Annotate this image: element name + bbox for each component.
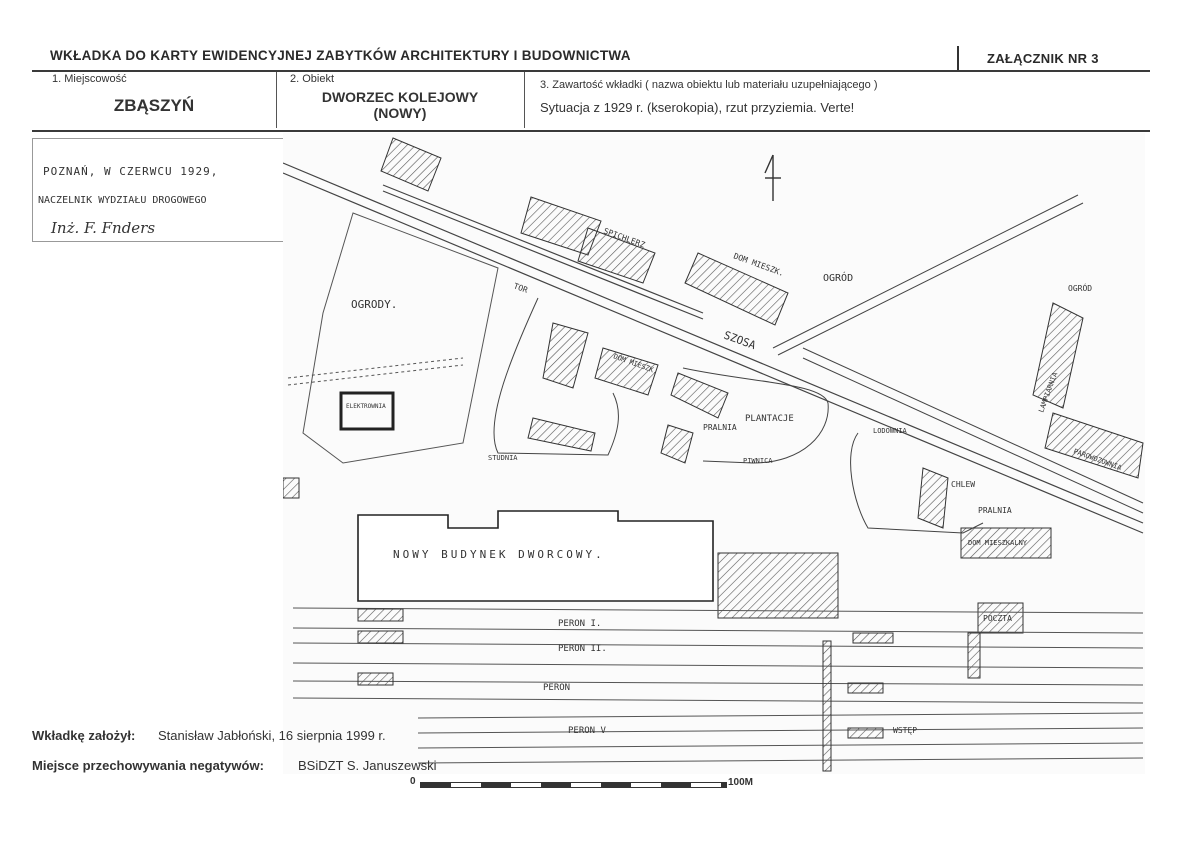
label-entrance: WSTĘP xyxy=(893,726,917,735)
header-rule xyxy=(32,70,1150,72)
fields-rule xyxy=(32,130,1150,132)
farm-outline xyxy=(850,432,984,534)
form-title: WKŁADKA DO KARTY EWIDENCYJNEJ ZABYTKÓW A… xyxy=(50,48,631,63)
object-label: 2. Obiekt xyxy=(290,73,335,85)
label-garden-right: OGRÓD xyxy=(1068,282,1092,293)
handwritten-note: POZNAŃ, W CZERWCU 1929, NACZELNIK WYDZIA… xyxy=(32,138,284,242)
site-plan-drawing: OGRODY. OGRÓD OGRÓD SPICHLERZ DOM MIESZK… xyxy=(283,137,1144,772)
label-electric: ELEKTROWNIA xyxy=(346,403,386,410)
label-new-building: NOWY BUDYNEK DWORCOWY. xyxy=(393,548,605,561)
label-platform-2: PERON II. xyxy=(558,644,607,654)
north-arrow xyxy=(764,154,781,201)
new-station-building xyxy=(357,510,714,602)
scale-start: 0 xyxy=(410,776,416,787)
label-shed: CHLEW xyxy=(951,480,975,489)
road-lines xyxy=(772,194,1144,514)
label-platform-3: PERON xyxy=(543,683,570,693)
main-track xyxy=(283,162,1144,534)
created-by-label: Wkładkę założył: xyxy=(32,728,136,743)
header-separator xyxy=(957,46,959,72)
platform-stairs xyxy=(357,608,981,772)
note-line-1: POZNAŃ, W CZERWCU 1929, xyxy=(43,165,219,178)
label-platform-5: PERON V xyxy=(568,726,607,736)
object-value-sub: (NOWY) xyxy=(373,105,427,121)
label-laundry: PRALNIA xyxy=(703,423,737,432)
note-line-2: NACZELNIK WYDZIAŁU DROGOWEGO xyxy=(38,195,207,206)
place-value: ZBĄSZYŃ xyxy=(113,96,195,115)
plantation-outline xyxy=(682,367,829,464)
storage-value: BSiDZT S. Januszewski xyxy=(298,758,437,773)
scale-end: 100M xyxy=(728,777,754,788)
cell-divider xyxy=(524,72,525,128)
storage-label: Miejsce przechowywania negatywów: xyxy=(32,758,264,773)
label-residential-big: DOM MIESZKALNY xyxy=(968,539,1028,547)
object-value: DWORZEC KOLEJOWY xyxy=(321,89,479,105)
electric-station xyxy=(339,391,395,431)
site-plan: OGRODY. OGRÓD OGRÓD SPICHLERZ DOM MIESZK… xyxy=(283,133,1145,774)
label-ice: LODOWNIA xyxy=(873,427,908,435)
content-label: 3. Zawartość wkładki ( nazwa obiektu lub… xyxy=(540,79,878,91)
label-plantings: PLANTACJE xyxy=(745,414,794,424)
fence-line xyxy=(287,364,464,386)
signature: Inż. F. Fnders xyxy=(51,219,156,237)
created-by-value: Stanisław Jabłoński, 16 sierpnia 1999 r. xyxy=(158,728,386,743)
label-well: STUDNIA xyxy=(488,454,518,462)
scale-bar xyxy=(420,782,727,788)
label-cellar: PIWNICA xyxy=(743,457,773,465)
gardens-area xyxy=(302,212,499,464)
label-platform-1: PERON I. xyxy=(558,619,601,629)
platform-lines xyxy=(292,607,1144,764)
hatched-buildings xyxy=(283,137,1144,634)
annex-number: ZAŁĄCZNIK NR 3 xyxy=(987,51,1099,66)
yard-outline xyxy=(493,297,619,456)
label-wash: PRALNIA xyxy=(978,506,1012,515)
label-post: POCZTA xyxy=(983,614,1012,623)
label-track: TOR xyxy=(512,281,529,294)
place-label: 1. Miejscowość xyxy=(52,73,127,85)
label-garden: OGRÓD xyxy=(823,271,853,284)
fence-line xyxy=(287,357,464,379)
cell-divider xyxy=(276,72,277,128)
label-gardens: OGRODY. xyxy=(351,298,397,311)
content-value: Sytuacja z 1929 r. (kserokopia), rzut pr… xyxy=(540,100,855,115)
